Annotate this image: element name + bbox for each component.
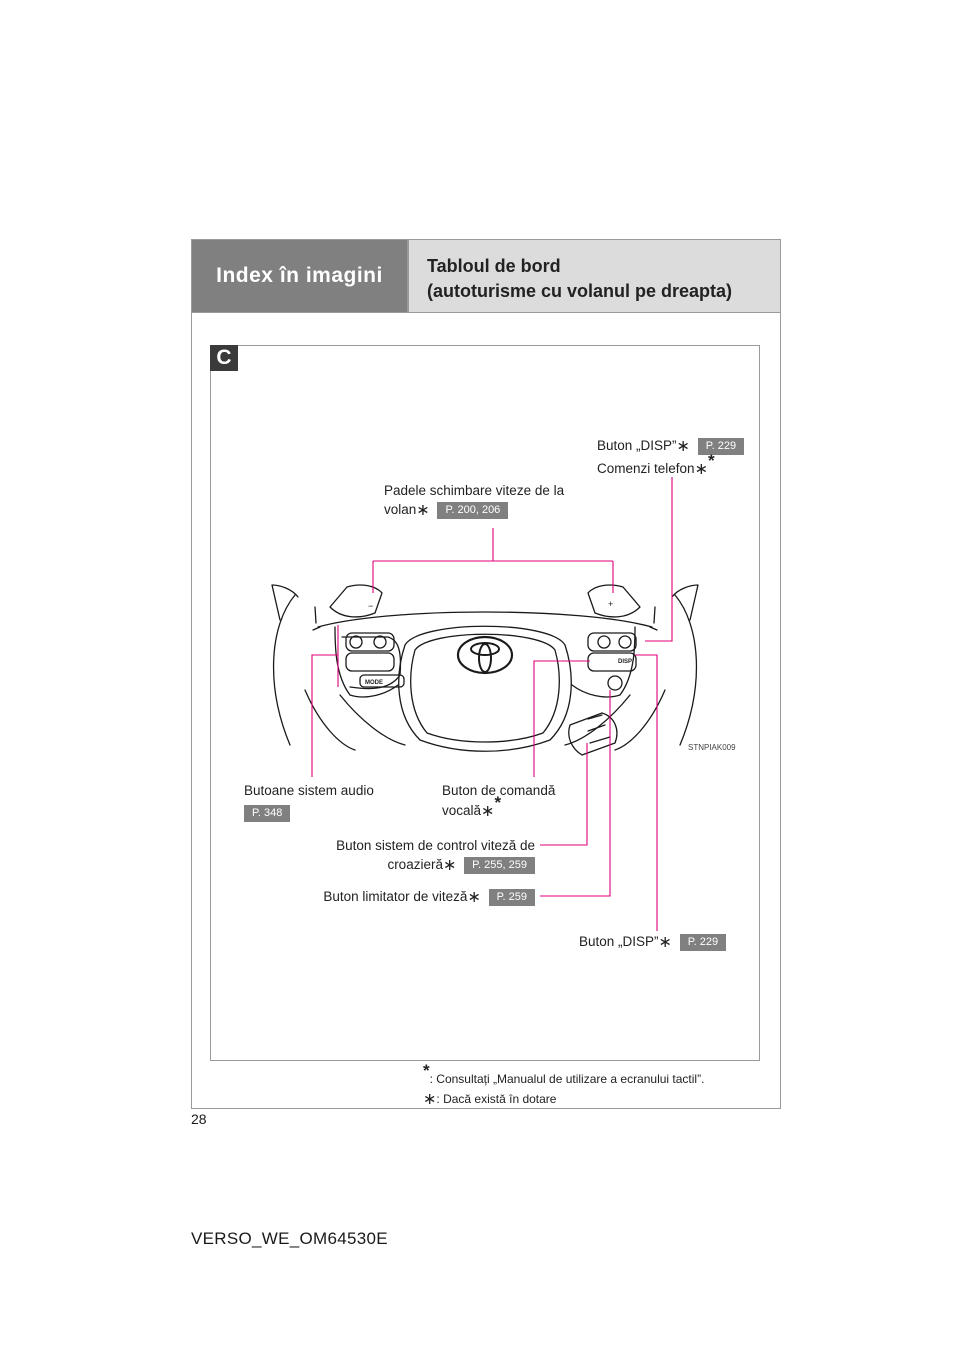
page-ref-229-bottom: P. 229 (679, 934, 727, 951)
mode-button-label: MODE (365, 680, 383, 686)
section-title: Index în imagini (216, 264, 383, 287)
page-subtitle-box: Tabloul de bord (autoturisme cu volanul … (408, 239, 781, 313)
rim-right-inner (671, 584, 699, 621)
wheel-lower-right (614, 689, 666, 751)
airbag-pad (398, 625, 572, 752)
page-number: 28 (191, 1111, 207, 1127)
page-ref-259: P. 259 (488, 889, 535, 906)
wheel-lower-left (304, 689, 356, 751)
asterisk-thin: ∗ (676, 438, 690, 455)
callout-disp-top: Buton „DISP”∗ P. 229 (597, 436, 745, 455)
asterisk-thin: ∗ (442, 857, 457, 874)
paddle-plus-label: + (608, 599, 613, 609)
section-header: Index în imagini (191, 239, 408, 313)
rim-left-inner (271, 584, 299, 621)
paddle-right (587, 584, 641, 618)
left-spoke (334, 626, 399, 698)
asterisk-thin: ∗ (416, 502, 430, 519)
callout-voice: Buton de comandă vocală∗* (442, 783, 556, 820)
cruise-stalk (568, 712, 618, 756)
callout-line-disp-top (645, 477, 673, 642)
rim-right (674, 594, 698, 746)
steering-wheel-illustration: − + MODE DISP STNPIAK009 (271, 477, 736, 931)
asterisk-bold: * (494, 793, 502, 812)
asterisk-bold: * (707, 451, 715, 470)
paddle-minus-label: − (368, 601, 373, 611)
footnote-optional: ∗: Dacă există în dotare (423, 1091, 557, 1108)
panel-badge: C (210, 345, 238, 371)
callout-line-voice (533, 660, 590, 777)
illustration-panel (210, 345, 760, 1061)
callout-line-audio (311, 625, 339, 777)
callout-line-paddles (372, 528, 614, 593)
disp-button-label: DISP (618, 659, 632, 665)
callout-line-cruise (540, 743, 588, 846)
asterisk-thin: ∗ (694, 461, 708, 478)
asterisk-thin: ∗ (658, 934, 672, 951)
asterisk-thin: ∗ (481, 803, 495, 820)
page-ref-255-259: P. 255, 259 (464, 857, 535, 874)
asterisk-thin: ∗ (423, 1091, 437, 1108)
asterisk-thin: ∗ (467, 889, 481, 906)
paddle-left (329, 584, 383, 618)
right-spoke (571, 626, 636, 698)
callout-line-disp-bottom (635, 654, 658, 931)
image-code: STNPIAK009 (688, 743, 736, 752)
footnote-touchscreen: *: Consultați „Manualul de utilizare a e… (423, 1061, 705, 1086)
page-ref-200-206: P. 200, 206 (437, 502, 509, 519)
rim-left (272, 594, 296, 746)
asterisk-bold: * (423, 1061, 430, 1080)
subtitle-line-1: Tabloul de bord (427, 256, 561, 276)
page-ref-229-top: P. 229 (697, 438, 745, 455)
callout-phone: Comenzi telefon∗* (597, 451, 715, 478)
wheel-top (317, 611, 653, 628)
callout-audio: Butoane sistem audio P. 348 (244, 781, 374, 822)
callout-disp-bottom: Buton „DISP”∗ P. 229 (579, 932, 727, 951)
callout-line-limiter (540, 690, 611, 897)
callout-cruise: Buton sistem de control viteză de croazi… (336, 838, 535, 874)
subtitle-line-2: (autoturisme cu volanul pe dreapta) (427, 281, 733, 301)
page-ref-348: P. 348 (244, 805, 291, 822)
callout-paddles: Padele schimbare viteze de la volan∗ P. … (384, 483, 565, 519)
document-code: VERSO_WE_OM64530E (191, 1229, 388, 1248)
callout-limiter: Buton limitator de viteză∗ P. 259 (323, 887, 535, 906)
